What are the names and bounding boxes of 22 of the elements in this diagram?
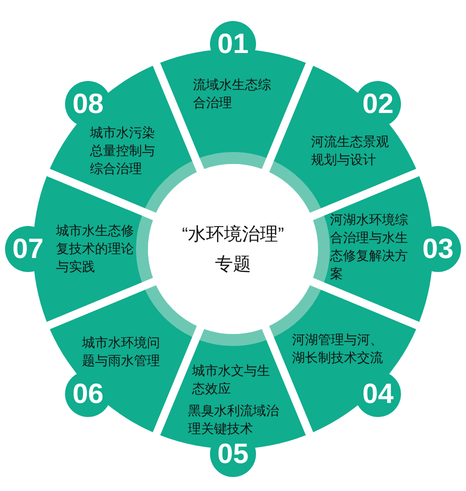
step-number: 02: [362, 90, 394, 118]
step-number: 05: [217, 440, 249, 468]
topic-text: 城市水文与生态效应: [192, 362, 271, 398]
ring-segment: [324, 176, 461, 322]
step-number: 06: [72, 380, 104, 408]
topic-text: 城市水污染总量控制与综合治理: [90, 124, 156, 178]
topic-text: 河湖水环境综合治理与水生态修复解决方案: [330, 211, 409, 283]
ring-segment: [49, 65, 193, 209]
topic-text: 城市水生态修复技术的理论与实践: [56, 222, 135, 276]
topic-text: 河湖管理与河、湖长制技术交流: [292, 331, 384, 367]
topic-text: 流域水生态综合治理: [193, 76, 272, 112]
step-number: 03: [422, 235, 454, 263]
step-number: 04: [362, 380, 394, 408]
step-number: 08: [72, 90, 104, 118]
step-number: 01: [217, 30, 249, 58]
topic-text: 河流生态景观规划与设计: [311, 133, 390, 169]
topic-text: 黑臭水利流域治理关键技术: [188, 402, 280, 438]
step-number: 07: [12, 235, 44, 263]
topic-subtitle: 专题: [215, 253, 251, 275]
ring-segment: [5, 176, 142, 322]
topic-title: “水环境治理”: [182, 223, 284, 245]
topic-text: 城市水环境问题与雨水管理: [82, 334, 161, 370]
